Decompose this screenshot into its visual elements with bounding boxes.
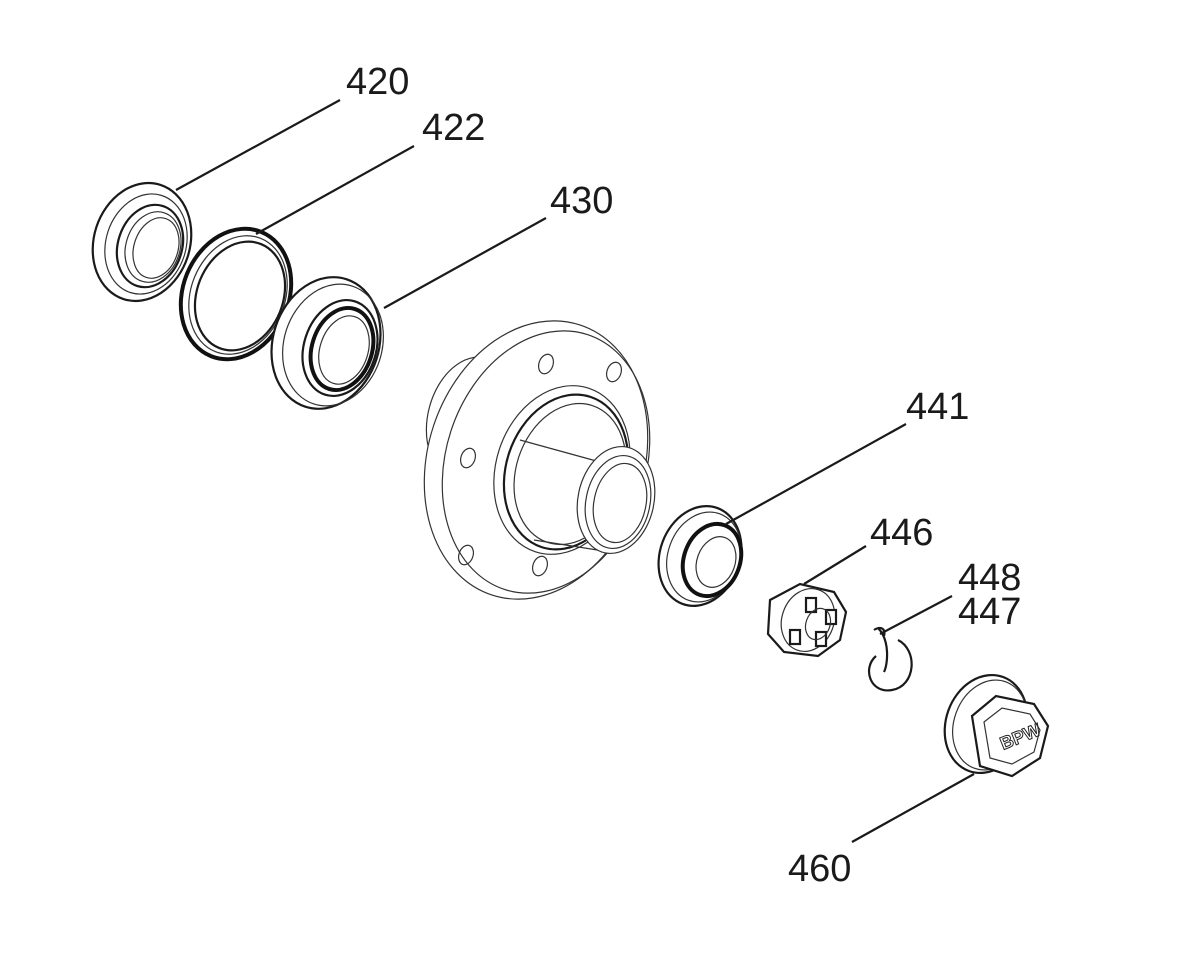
callout-label-422: 422 <box>422 107 485 149</box>
leader-line-441 <box>725 423 907 525</box>
leader-lines <box>175 99 975 843</box>
outer-bearing-441 <box>657 505 744 607</box>
wheel-hub <box>423 320 656 600</box>
split-pin-clip-447-448 <box>867 626 913 692</box>
callout-label-460: 460 <box>788 848 851 890</box>
leader-line-420 <box>175 99 341 191</box>
leader-line-460 <box>851 773 975 843</box>
leader-line-448 <box>879 595 953 635</box>
callout-label-448: 448 <box>958 557 1021 599</box>
callout-label-430: 430 <box>550 180 613 222</box>
callout-label-447: 447 <box>958 591 1021 633</box>
callout-label-446: 446 <box>870 512 933 554</box>
hub-cap-460: BPW <box>943 673 1050 778</box>
leader-line-422 <box>255 145 415 235</box>
castle-nut-446 <box>766 582 848 658</box>
callout-label-441: 441 <box>906 386 969 428</box>
inner-bearing-430 <box>270 276 384 410</box>
leader-line-446 <box>803 545 867 585</box>
leader-line-430 <box>383 217 547 309</box>
seal-420 <box>91 181 193 303</box>
callout-labels: 420 422 430 441 446 448 447 460 <box>346 61 1021 890</box>
callout-label-420: 420 <box>346 61 409 103</box>
